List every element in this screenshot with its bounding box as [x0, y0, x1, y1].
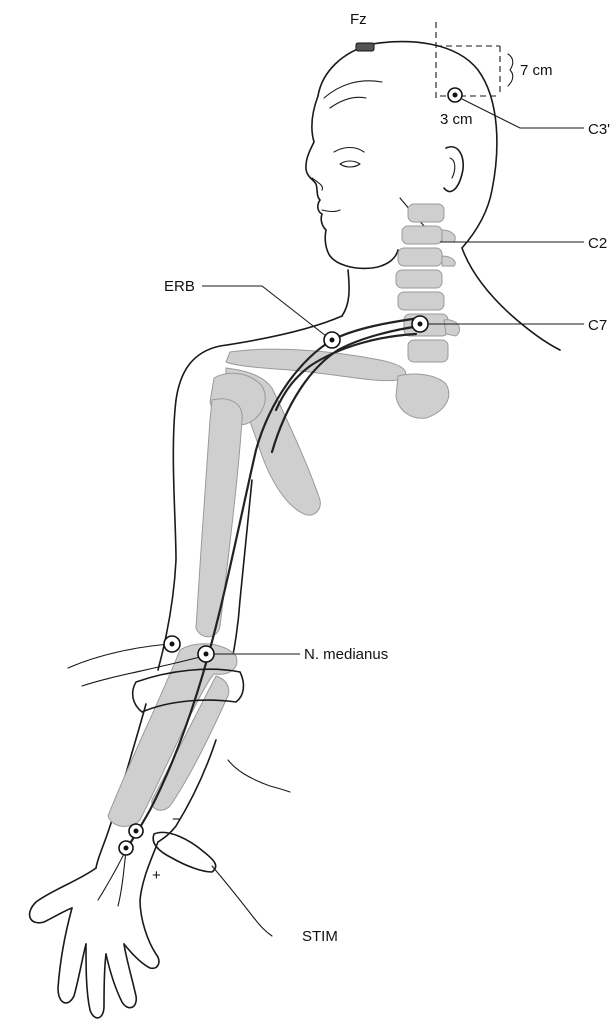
- c3-electrode: [448, 88, 462, 102]
- cervical-spine: [396, 204, 460, 362]
- fz-electrode: [356, 43, 374, 51]
- label-c7: C7: [588, 317, 607, 334]
- label-median-nerve: N. medianus: [304, 646, 388, 663]
- label-stim: STIM: [302, 928, 338, 945]
- arm-figure: [30, 316, 342, 1018]
- label-7cm: 7 cm: [520, 62, 553, 79]
- stimulator: + −: [152, 811, 272, 936]
- wrist-electrode-proximal: [129, 824, 143, 838]
- c7-electrode: [412, 316, 428, 332]
- label-c3: C3': [588, 121, 610, 138]
- label-3cm: 3 cm: [440, 111, 473, 128]
- shoulder-girdle: [210, 349, 449, 515]
- erb-electrode: [324, 332, 340, 348]
- reference-arm-electrode: [164, 636, 180, 652]
- label-fz: Fz: [350, 11, 367, 28]
- stim-plus-sign: +: [152, 867, 161, 884]
- wrist-electrode-distal: [119, 841, 133, 855]
- median-nerve-electrode: [198, 646, 214, 662]
- label-c2: C2: [588, 235, 607, 252]
- scalp-measurement-guides: [436, 22, 513, 100]
- label-erb: ERB: [164, 278, 195, 295]
- stim-minus-sign: −: [172, 811, 181, 828]
